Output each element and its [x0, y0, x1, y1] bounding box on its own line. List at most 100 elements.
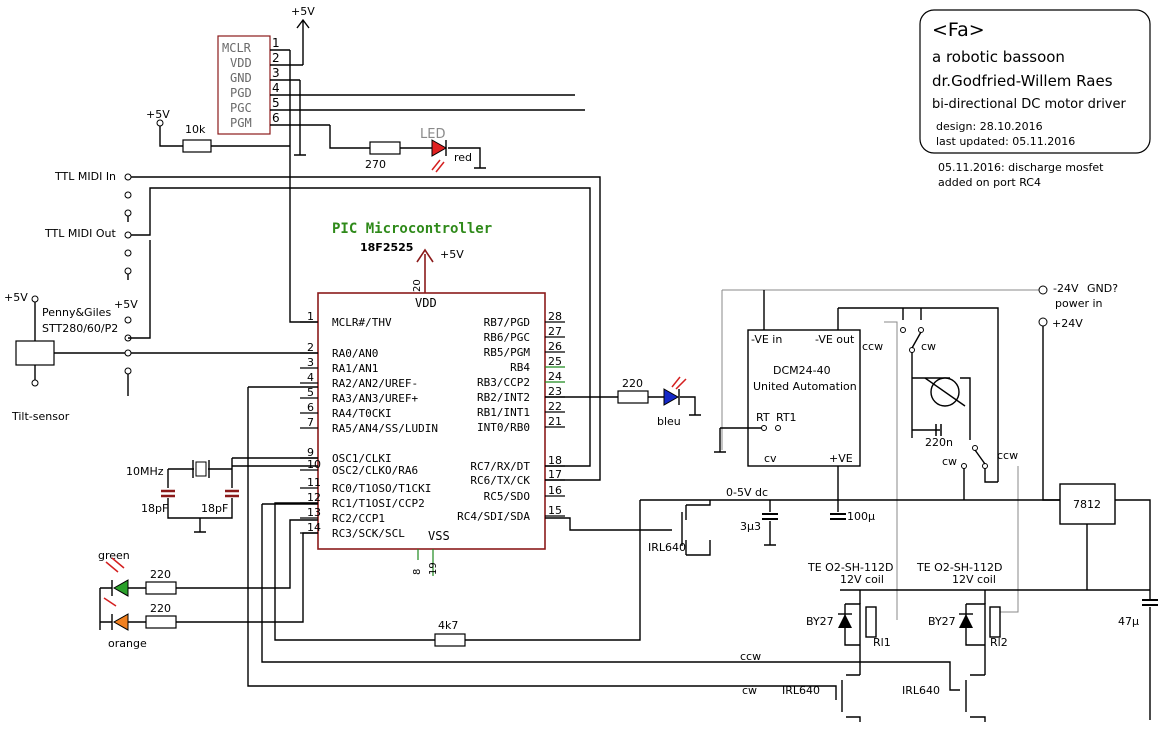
icsp-pin-label: PGD — [230, 86, 252, 100]
mcu-pin-number: 14 — [307, 521, 321, 534]
mcu-pin-label: RB6/PGC — [484, 331, 530, 344]
mcu-part: 18F2525 — [360, 241, 413, 254]
snubber-cap — [935, 424, 942, 436]
diode-by27-1 — [838, 614, 852, 628]
mcu-pin-number: 21 — [548, 415, 562, 428]
mcu-pin-label: RC2/CCP1 — [332, 512, 385, 525]
rt1-terminal — [775, 425, 781, 431]
terminal — [124, 249, 132, 257]
green-led-label: green — [98, 549, 130, 562]
control-voltage-label: 0-5V dc — [726, 486, 768, 499]
icsp-supply-label: +5V — [291, 5, 315, 18]
icsp-body — [217, 35, 271, 135]
mcu-pin-label: RB7/PGD — [484, 316, 530, 329]
vss-pin-number: 19 — [428, 562, 439, 575]
mcu-supply-label: +5V — [440, 248, 464, 261]
vcc-terminal — [156, 119, 164, 127]
motor-shaft — [924, 377, 966, 407]
mcu-pin-label: RB4 — [510, 361, 530, 374]
c220n-label: 220n — [925, 436, 953, 449]
led-light-arrows — [431, 159, 445, 173]
blue-led-label: bleu — [657, 415, 681, 428]
rc4-wire — [545, 517, 640, 531]
mcu-body — [317, 292, 546, 550]
dcm-wires — [714, 290, 999, 470]
ccw-label-b: ccw — [997, 449, 1018, 462]
cw-label-b: cw — [942, 455, 957, 468]
neg24-wire — [721, 289, 1040, 450]
resistor-220-blue — [617, 390, 649, 404]
icsp-pin-label: PGM — [230, 116, 252, 130]
tilt-signal-terminal — [124, 349, 132, 357]
relay2-part: TE O2-SH-112D — [916, 561, 1002, 574]
cap18-label-b: 18pF — [201, 502, 228, 515]
dcm-maker: United Automation — [753, 380, 857, 393]
tilt-supply-label: +5V — [4, 291, 28, 304]
relay-supply-rail — [840, 589, 1150, 604]
icsp-pin-number: 4 — [272, 81, 280, 95]
plus-ve-label: +VE — [829, 452, 853, 465]
crystal-plates — [192, 460, 210, 478]
relay2-coil: 12V coil — [952, 573, 996, 586]
icsp-pin-label: GND — [230, 71, 252, 85]
mclr-wire — [289, 50, 318, 323]
cw-label-a: cw — [921, 340, 936, 353]
ra-links — [248, 386, 318, 505]
discharge-wires — [274, 500, 711, 641]
dcm-model: DCM24-40 — [773, 364, 831, 377]
updated-date: last updated: 05.11.2016 — [936, 135, 1075, 148]
pic-microcontroller: PIC Microcontroller 18F2525 +5V 20 VDD V… — [300, 221, 565, 576]
orange-led-symbol — [112, 613, 129, 631]
mcu-pin-label: RB3/CCP2 — [477, 376, 530, 389]
xtal-label: 10MHz — [126, 465, 164, 478]
motor-switch-wires-2 — [963, 449, 999, 500]
c3u3-label: 3µ3 — [740, 520, 761, 533]
midi-in-label: TTL MIDI In — [54, 170, 116, 183]
tilt-out-supply: +5V — [114, 298, 138, 311]
revision-note-2: added on port RC4 — [938, 176, 1041, 189]
blue-led-wire — [545, 396, 701, 416]
mcu-pin-label: RA2/AN2/UREF- — [332, 377, 418, 390]
mcu-pin-label: RC6/TX/CK — [470, 474, 530, 487]
pgm-led-wire — [329, 125, 486, 169]
terminal — [124, 191, 132, 199]
gate-drive-wires — [247, 387, 960, 700]
green-led-symbol — [112, 579, 129, 597]
mcu-pin-number: 3 — [307, 356, 314, 369]
design-date: design: 28.10.2016 — [936, 120, 1043, 133]
mcu-pin-number: 28 — [548, 310, 562, 323]
mcu-pin-number: 17 — [548, 468, 562, 481]
ccw-label-c: ccw — [740, 650, 761, 663]
midi-out-label: TTL MIDI Out — [44, 227, 116, 240]
icsp-pin-leads — [270, 49, 585, 126]
switch-terminal — [982, 463, 988, 469]
cw-label-c: cw — [742, 684, 757, 697]
ve-in-label: -VE in — [751, 333, 782, 346]
rt1-label: RT1 — [776, 411, 797, 424]
mcu-pin-label: RC0/T1OSO/T1CKI — [332, 482, 431, 495]
blue-led-symbol — [663, 388, 680, 406]
terminal — [124, 367, 132, 375]
vdd-pin-number: 20 — [412, 279, 423, 292]
r220-orange-label: 220 — [150, 602, 171, 615]
pos24v-label: +24V — [1052, 317, 1083, 330]
mcu-pin-label: RC5/SDO — [484, 490, 530, 503]
regulator-wires — [1086, 499, 1151, 720]
mcu-right-pins: 28RB7/PGD27RB6/PGC26RB5/PGM25RB424RB3/CC… — [457, 310, 565, 523]
icsp-pin-number: 3 — [272, 66, 280, 80]
mcu-pin-number: 5 — [307, 386, 314, 399]
mcu-pin-label: RA1/AN1 — [332, 362, 378, 375]
cap-100u — [830, 513, 846, 520]
title-block: <Fa> a robotic bassoon dr.Godfried-Wille… — [919, 9, 1151, 189]
switch-terminal — [961, 463, 967, 469]
mcu-pin-number: 1 — [307, 310, 314, 323]
gnd-question-label: GND? — [1087, 282, 1118, 295]
midi-in-wire — [131, 176, 601, 481]
resistor-220-green — [145, 581, 177, 595]
mcu-pin-number: 7 — [307, 416, 314, 429]
rl2-label: Rl2 — [990, 636, 1008, 649]
neg24v-label: -24V — [1053, 282, 1079, 295]
resistor-10k — [182, 139, 212, 153]
icsp-pin-label: VDD — [230, 56, 252, 70]
